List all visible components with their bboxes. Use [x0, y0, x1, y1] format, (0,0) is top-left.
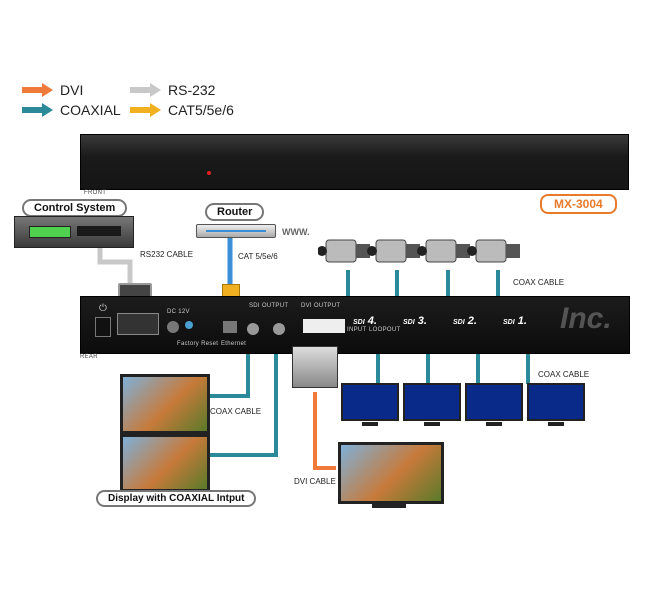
sdi-4-label: SDI 4. [353, 315, 377, 327]
control-button-row-icon [77, 226, 121, 236]
dc-label: DC 12V [167, 309, 190, 315]
watermark-text: Inc. [560, 302, 612, 335]
loop-coax-cables [376, 352, 530, 384]
power-switch [95, 317, 111, 337]
dvi-cable-label: DVI CABLE [294, 477, 336, 486]
legend-item-rs232: RS-232 [130, 82, 215, 98]
loop-coax-label: COAX CABLE [538, 370, 590, 379]
sdi-2-label: SDI 2. [453, 315, 477, 327]
rear-label: REAR [80, 354, 98, 360]
reset-button [185, 321, 193, 329]
dvi-display-monitor [338, 442, 444, 504]
camera-coax-cables [346, 270, 500, 300]
yellow-arrow-icon [130, 103, 161, 117]
display-coax-cables [205, 352, 278, 457]
sdi-3-label: SDI 3. [403, 315, 427, 327]
camera-coax-label: COAX CABLE [513, 278, 565, 287]
dvi-connector-icon [292, 346, 338, 388]
dvi-cable [313, 392, 336, 470]
legend-label: COAXIAL [60, 102, 121, 118]
model-badge: MX-3004 [540, 194, 617, 214]
power-led-icon [207, 171, 211, 175]
camera-icon [367, 239, 420, 263]
power-symbol-icon: ⏻ [99, 303, 107, 314]
coax-display-monitor [120, 434, 210, 492]
legend-label: DVI [60, 82, 84, 98]
control-system-device [14, 216, 134, 248]
router-label: Router [205, 203, 265, 221]
factory-reset-label: Factory Reset [177, 341, 219, 347]
monitor-icon [403, 383, 461, 426]
camera-icon [417, 239, 470, 263]
dc-jack-icon [167, 321, 179, 333]
loop-monitors-group [341, 383, 585, 426]
monitor-icon [341, 383, 399, 426]
legend-label: CAT5/5e/6 [168, 102, 234, 118]
monitor-stand-icon [372, 502, 406, 508]
bnc-port-icon [247, 323, 259, 335]
rs232-cable [97, 246, 133, 285]
legend-item-coaxial: COAXIAL [22, 102, 121, 118]
control-system-label: Control System [22, 199, 128, 217]
monitor-icon [465, 383, 523, 426]
orange-arrow-icon [22, 83, 53, 97]
dvi-port-icon [303, 319, 345, 333]
ethernet-port-icon [223, 321, 237, 333]
rs232-cable-label: RS232 CABLE [140, 250, 193, 259]
legend-label: RS-232 [168, 82, 216, 98]
legend-item-dvi: DVI [22, 82, 83, 98]
camera-icon [467, 239, 520, 263]
teal-arrow-icon [22, 103, 53, 117]
display-coax-label: COAX CABLE [210, 407, 262, 416]
ethernet-label: Ethernet [221, 341, 247, 347]
dvi-output-label: DVI OUTPUT [301, 303, 341, 309]
router-light-icon [206, 230, 266, 232]
www-label: WWW. [282, 227, 310, 237]
cameras-group [318, 239, 520, 263]
loopout-label: LOOPOUT [369, 327, 401, 333]
rs232-port-icon [117, 313, 159, 335]
control-display-icon [29, 226, 71, 238]
legend-item-cat5: CAT5/5e/6 [130, 102, 234, 118]
device-front-panel [80, 134, 629, 190]
monitor-icon [527, 383, 585, 426]
front-label: FRONT [84, 190, 107, 196]
input-label: INPUT [347, 327, 367, 333]
display-coaxial-label: Display with COAXIAL Intput [96, 490, 257, 507]
sdi-output-label: SDI OUTPUT [249, 303, 289, 309]
device-rear-panel: ⏻ DC 12V Factory Reset Ethernet SDI OUTP… [80, 296, 630, 354]
camera-icon [318, 239, 370, 263]
bnc-port-icon [273, 323, 285, 335]
coax-display-monitor [120, 374, 210, 434]
gray-arrow-icon [130, 83, 161, 97]
cat-cable-label: CAT 5/5e/6 [238, 252, 278, 261]
sdi-1-label: SDI 1. [503, 315, 527, 327]
